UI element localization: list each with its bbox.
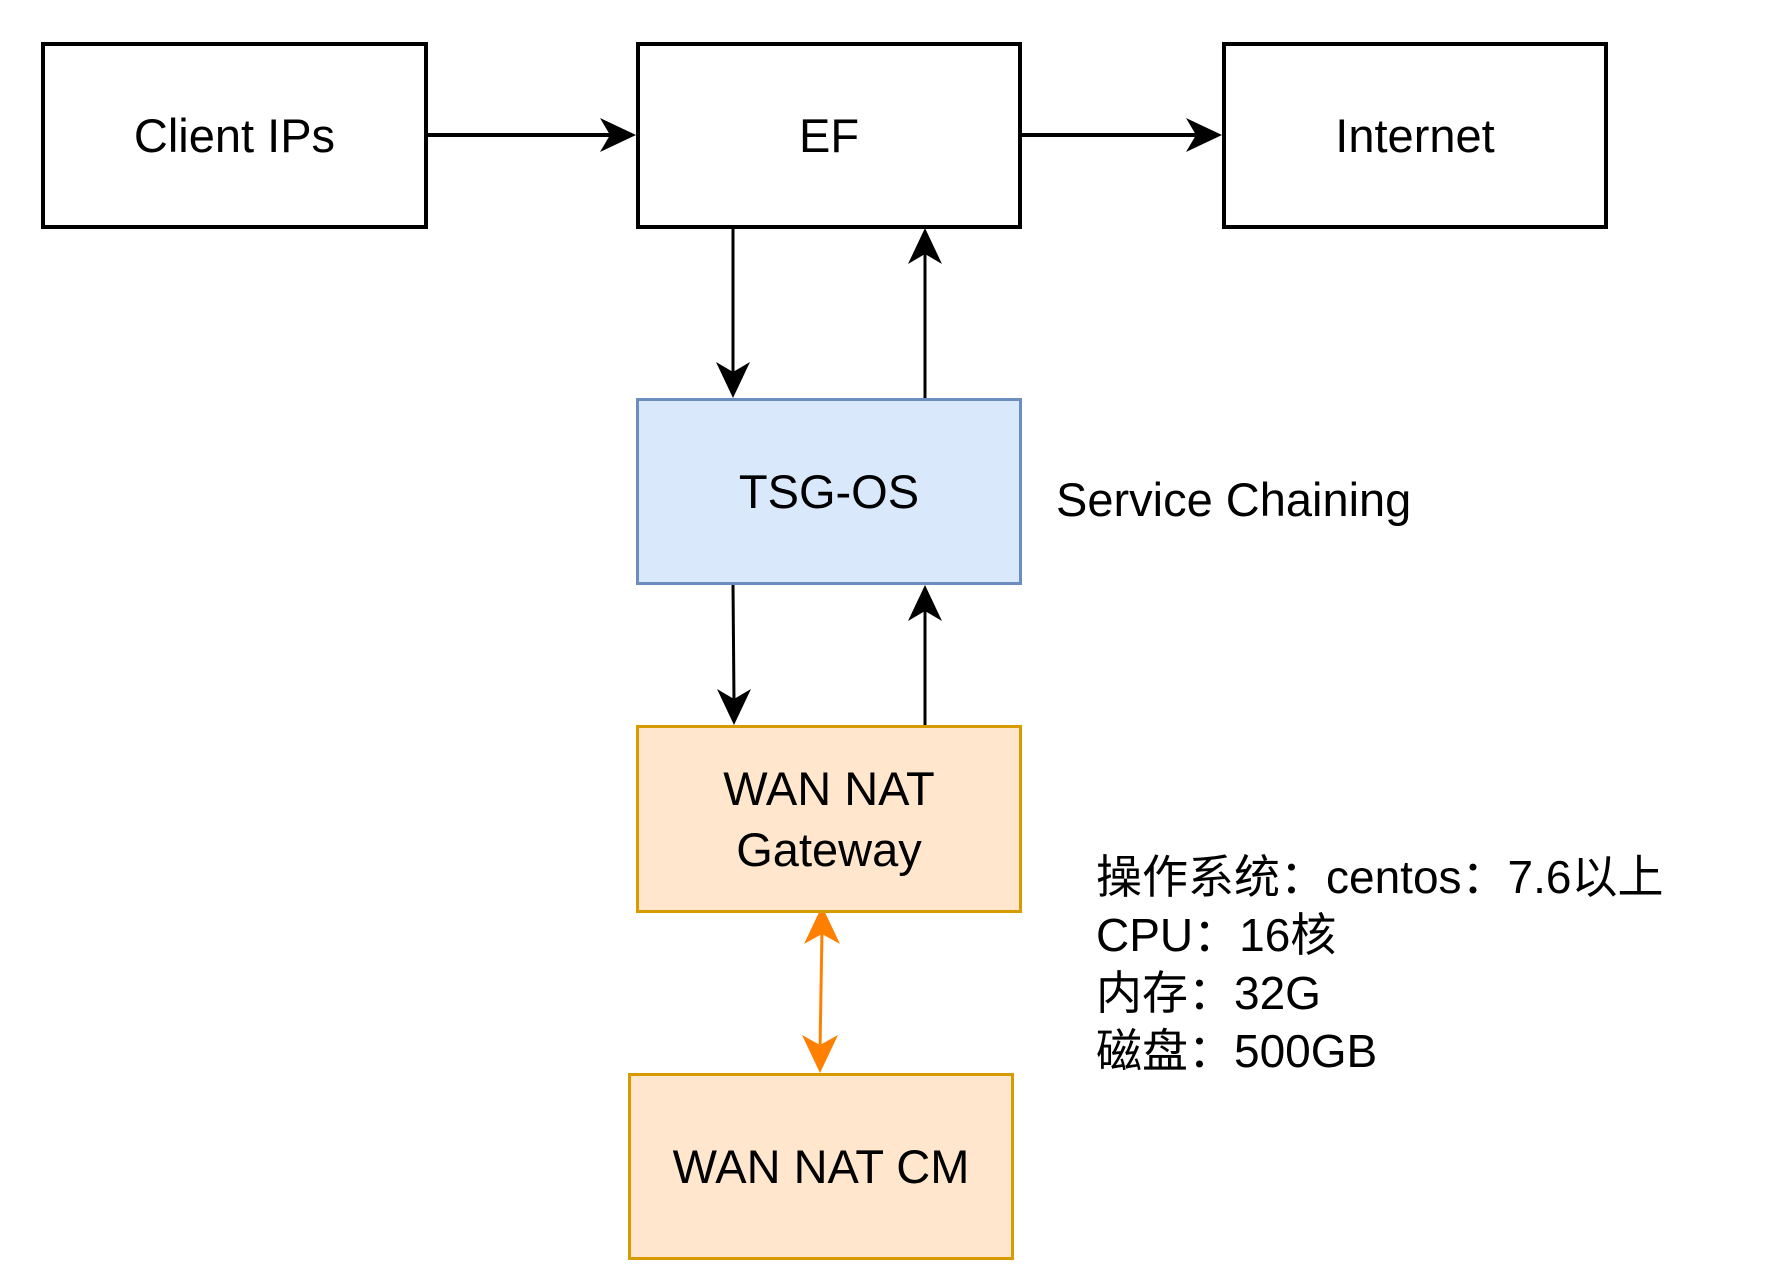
node-internet-label: Internet	[1335, 108, 1495, 162]
node-wan-nat-gateway[interactable]: WAN NAT Gateway	[636, 725, 1022, 913]
edge-gateway-cm-bidirectional	[802, 906, 840, 1073]
edge-ef-to-internet	[1021, 118, 1222, 152]
node-tsg-os-label: TSG-OS	[738, 464, 920, 518]
node-wan-nat-gateway-label-line2: Gateway	[736, 823, 922, 876]
spec-os: 操作系统：centos：7.6以上	[1096, 851, 1664, 903]
node-ef[interactable]: EF	[636, 42, 1022, 229]
spec-cpu: CPU：16核	[1096, 909, 1337, 961]
node-wan-nat-cm-label: WAN NAT CM	[672, 1139, 970, 1193]
node-client-ips-label: Client IPs	[133, 108, 336, 162]
edge-tsg-to-gateway	[717, 583, 751, 725]
node-wan-nat-cm[interactable]: WAN NAT CM	[628, 1073, 1014, 1260]
service-chaining-label: Service Chaining	[1056, 473, 1412, 526]
server-spec-notes: 操作系统：centos：7.6以上 CPU：16核 内存：32G 磁盘：500G…	[1096, 848, 1663, 1080]
edge-ef-to-tsg	[716, 228, 750, 398]
node-ef-label: EF	[798, 108, 860, 162]
node-internet[interactable]: Internet	[1222, 42, 1608, 229]
edge-client-to-ef	[427, 118, 636, 152]
spec-disk: 磁盘：500GB	[1096, 1025, 1378, 1077]
node-client-ips[interactable]: Client IPs	[41, 42, 428, 229]
edge-gateway-to-tsg	[908, 585, 942, 726]
node-tsg-os[interactable]: TSG-OS	[636, 398, 1022, 585]
edge-tsg-to-ef	[908, 228, 942, 398]
node-wan-nat-gateway-label-line1: WAN NAT	[723, 761, 935, 815]
spec-memory: 内存：32G	[1096, 967, 1321, 1019]
